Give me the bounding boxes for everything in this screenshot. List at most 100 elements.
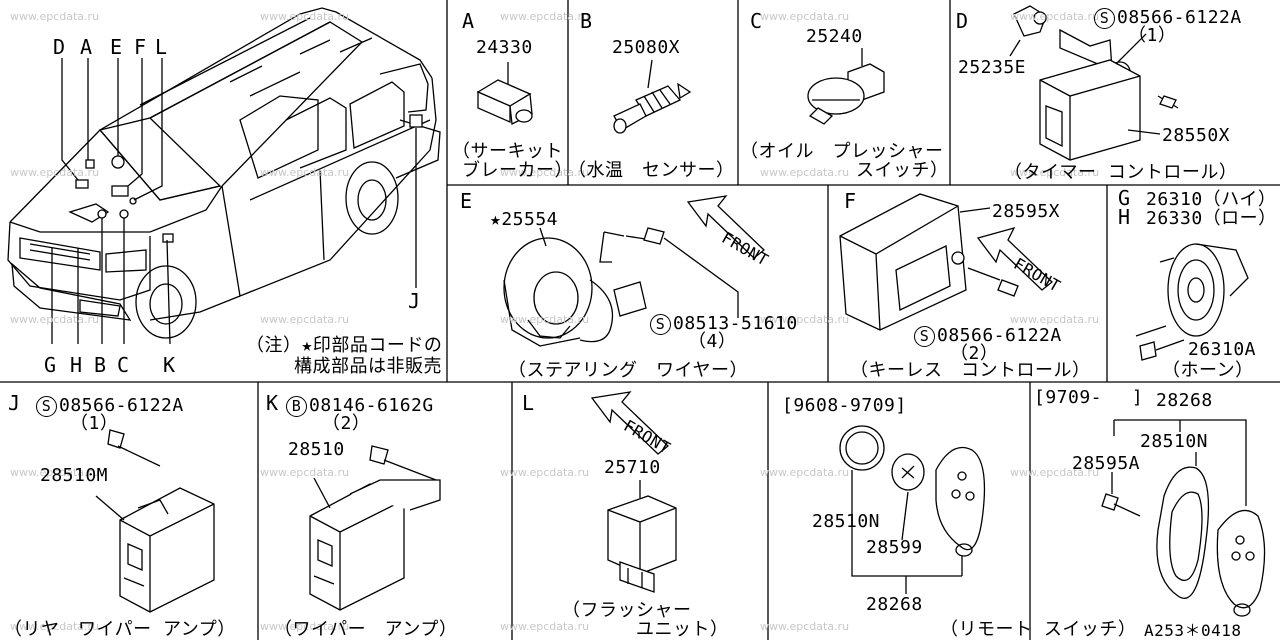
watermark: www.epcdata.ru: [500, 313, 590, 326]
part-description: ユニット）: [636, 619, 729, 640]
part-number: 28550X: [1162, 125, 1231, 146]
part-description: （キーレス コントロール）: [850, 360, 1091, 381]
vehicle-drawing: [7, 7, 441, 345]
bolt-symbol-icon: B: [286, 396, 307, 417]
part-number: 24330: [476, 37, 533, 58]
part-number: 25240: [806, 26, 863, 47]
panel-letter: E: [460, 189, 473, 213]
part-number: 28268: [866, 594, 923, 615]
part-description: （ワイパー アンプ）: [274, 619, 458, 640]
callout-g: G: [44, 353, 57, 377]
panel-letter: F: [844, 189, 857, 213]
screw-symbol-icon: S: [914, 326, 935, 347]
part-description: （タイマー コントロール）: [1004, 162, 1238, 183]
part-number: 26310A: [1188, 339, 1257, 360]
water-temp-sensor-drawing: [613, 59, 692, 134]
part-number: 28595A: [1072, 453, 1141, 474]
part-description: （ホーン）: [1162, 360, 1254, 381]
note-line-1: （注）★印部品コードの: [246, 335, 443, 356]
quantity: （1）: [1128, 25, 1177, 46]
circuit-breaker-drawing: [476, 62, 533, 125]
remote-switch-new-drawing: [1101, 419, 1266, 617]
watermark: www.epcdata.ru: [260, 313, 350, 326]
part-description: （サーキット: [452, 141, 563, 162]
callout-h: H: [70, 353, 83, 377]
model-range: [9709- ]: [1034, 387, 1144, 408]
part-number: 28510M: [40, 465, 109, 486]
panel-letter: B: [580, 9, 593, 33]
watermark: www.epcdata.ru: [10, 10, 100, 23]
callout-c: C: [117, 353, 130, 377]
quantity: （2）: [950, 343, 999, 364]
callout-f: F: [134, 35, 147, 59]
quantity: （4）: [688, 331, 737, 352]
part-number: 26330（ロー）: [1146, 208, 1277, 229]
panel-letter-g: G: [1118, 186, 1131, 210]
watermark: www.epcdata.ru: [500, 10, 590, 23]
watermark: www.epcdata.ru: [1010, 166, 1100, 179]
timer-control-drawing: [1009, 5, 1179, 161]
watermark: www.epcdata.ru: [1010, 313, 1100, 326]
watermark: www.epcdata.ru: [760, 166, 850, 179]
oil-pressure-switch-drawing: [807, 48, 885, 125]
watermark: www.epcdata.ru: [500, 166, 590, 179]
panel-letter: C: [750, 9, 763, 33]
part-description: ブレーカー）: [462, 160, 573, 181]
panel-letter: L: [522, 391, 535, 415]
watermark: www.epcdata.ru: [10, 466, 100, 479]
part-number: 28595X: [992, 201, 1061, 222]
watermark: www.epcdata.ru: [500, 466, 590, 479]
diagram-code: A253＊0418: [1144, 621, 1242, 640]
part-number: 25080X: [612, 37, 681, 58]
wiper-amp-drawing: [309, 445, 441, 611]
part-number: 28510N: [812, 511, 881, 532]
callout-j: J: [408, 289, 421, 313]
part-number: 28510: [288, 439, 345, 460]
keyless-control-drawing: [839, 193, 1053, 331]
rear-wiper-amp-drawing: [95, 429, 215, 613]
panel-letter: K: [266, 391, 279, 415]
screw-symbol-icon: S: [1094, 8, 1115, 29]
remote-switch-old-drawing: [839, 425, 986, 594]
watermark: www.epcdata.ru: [760, 313, 850, 326]
quantity: （1）: [70, 413, 119, 434]
part-number: ★25554: [490, 209, 559, 230]
part-description: （水温 センサー）: [568, 160, 735, 181]
model-range: [9608-9709]: [782, 395, 907, 416]
horn-drawing: [1135, 243, 1249, 361]
steering-wire-drawing: [503, 195, 765, 347]
part-description: （フラッシャー: [562, 600, 692, 621]
callout-l: L: [155, 35, 168, 59]
part-number: 25710: [604, 457, 661, 478]
watermark: www.epcdata.ru: [760, 466, 850, 479]
callout-a: A: [80, 35, 93, 59]
screw-symbol-icon: S: [36, 396, 57, 417]
panel-letter: A: [462, 9, 475, 33]
watermark: www.epcdata.ru: [260, 166, 350, 179]
note-line-2: 構成部品は非販売: [294, 356, 442, 377]
part-description: （リモート スイッチ）: [940, 619, 1137, 640]
part-number: 28599: [866, 537, 923, 558]
part-description: （ステアリング ワイヤー）: [508, 360, 748, 381]
part-number: 26310（ハイ）: [1146, 189, 1277, 210]
watermark: www.epcdata.ru: [10, 313, 100, 326]
watermark: www.epcdata.ru: [760, 10, 850, 23]
flasher-unit-drawing: [590, 391, 677, 593]
part-number: 25235E: [958, 57, 1027, 78]
watermark: www.epcdata.ru: [500, 620, 590, 633]
watermark: www.epcdata.ru: [10, 620, 100, 633]
watermark: www.epcdata.ru: [260, 466, 350, 479]
watermark: www.epcdata.ru: [1010, 466, 1100, 479]
part-number: 28268: [1156, 390, 1213, 411]
watermark: www.epcdata.ru: [760, 620, 850, 633]
part-description: （オイル プレッシャー: [740, 141, 944, 162]
panel-letter: D: [956, 9, 969, 33]
watermark: www.epcdata.ru: [10, 166, 100, 179]
screw-symbol-icon: S: [650, 314, 671, 335]
panel-letter-h: H: [1118, 205, 1131, 229]
